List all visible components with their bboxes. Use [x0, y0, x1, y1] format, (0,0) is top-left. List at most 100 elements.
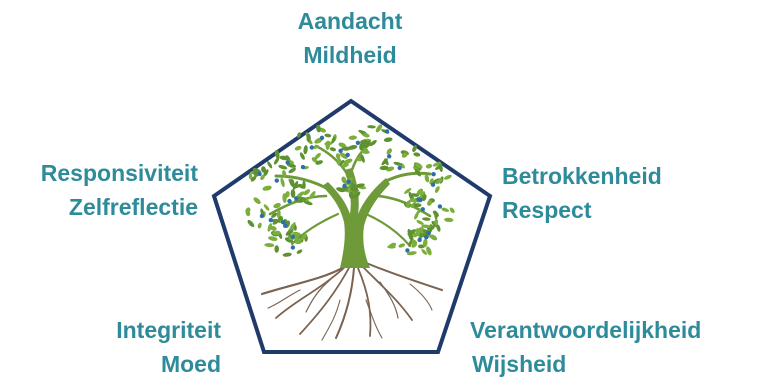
leaf	[288, 167, 296, 174]
leaf	[268, 236, 278, 241]
leaf	[347, 144, 358, 150]
value-verantwoordelijkheid: Verantwoordelijkheid	[470, 317, 702, 343]
leaf	[270, 225, 277, 231]
leaf	[263, 169, 269, 177]
leaf	[297, 196, 307, 201]
leaf	[444, 174, 452, 180]
leaf	[247, 219, 255, 228]
leaf	[413, 152, 421, 157]
leaf	[303, 189, 311, 196]
leaf	[294, 145, 302, 151]
tree-foliage	[245, 124, 455, 257]
leaf	[386, 148, 393, 155]
leaf	[314, 152, 321, 160]
leaf	[434, 218, 439, 226]
leaf	[426, 246, 432, 256]
leaf	[409, 198, 416, 202]
leaf	[421, 194, 427, 202]
leaf	[273, 157, 280, 165]
leaf	[353, 191, 361, 199]
leaf	[416, 188, 424, 196]
leaf	[404, 188, 412, 194]
berry	[280, 220, 286, 225]
leaf	[282, 252, 292, 257]
leaf	[387, 245, 396, 249]
berry	[274, 178, 279, 183]
leaf	[303, 200, 313, 206]
leaf	[407, 229, 417, 236]
berry	[259, 213, 265, 219]
leaf	[434, 186, 440, 193]
berry	[426, 230, 431, 236]
leaf	[438, 163, 443, 173]
leaf	[316, 124, 321, 133]
berry	[309, 145, 314, 150]
leaf	[416, 220, 424, 225]
leaf	[250, 175, 257, 182]
berry	[430, 182, 436, 187]
leaf	[383, 137, 393, 142]
leaf	[360, 154, 365, 163]
leaf	[296, 249, 303, 254]
leaf	[272, 231, 281, 236]
leaf	[411, 242, 418, 248]
leaf	[260, 174, 265, 181]
berry	[319, 135, 325, 140]
leaf	[359, 142, 364, 151]
berry	[384, 129, 390, 134]
leaf	[263, 204, 270, 211]
leaf	[414, 168, 421, 177]
leaf	[336, 158, 342, 165]
value-mildheid: Mildheid	[303, 42, 397, 68]
pentagon-outline	[211, 98, 493, 354]
leaf	[355, 183, 365, 188]
leaf	[341, 163, 349, 168]
leaf	[422, 217, 431, 221]
berry	[437, 204, 443, 209]
leaf	[343, 158, 353, 165]
leaf	[398, 243, 406, 248]
leaf	[274, 245, 280, 253]
value-aandacht: Aandacht	[297, 8, 403, 34]
leaf	[278, 164, 288, 170]
value-betrokkenheid: Betrokkenheid	[502, 163, 662, 189]
leaf	[245, 207, 251, 214]
leaf	[362, 133, 370, 138]
leaf	[289, 222, 296, 231]
leaf	[311, 157, 318, 163]
value-wijsheid: Wijsheid	[472, 351, 567, 377]
tree-berries	[257, 129, 443, 253]
leaf	[282, 193, 287, 203]
leaf	[272, 219, 280, 225]
leaf	[267, 223, 273, 232]
leaf	[339, 152, 348, 159]
leaf	[348, 191, 354, 200]
berry	[397, 165, 402, 171]
leaf	[273, 202, 281, 209]
leaf	[432, 161, 441, 167]
leaf	[329, 147, 337, 152]
leaf	[276, 210, 281, 218]
leaf	[315, 160, 323, 165]
leaf	[284, 237, 294, 243]
leaf	[261, 166, 266, 173]
leaf	[425, 163, 433, 169]
leaf	[319, 127, 326, 133]
leaf	[264, 243, 275, 248]
leaf	[341, 186, 350, 192]
leaf	[422, 238, 428, 248]
leaf	[369, 140, 377, 146]
tree-roots	[260, 260, 443, 341]
vertex-label-left: Responsiviteit Zelfreflectie	[41, 156, 198, 224]
leaf	[291, 183, 299, 189]
leaf	[253, 197, 261, 205]
berry	[290, 234, 295, 239]
berry	[283, 223, 288, 228]
leaf	[335, 153, 341, 160]
berry	[416, 197, 421, 202]
value-responsiviteit: Responsiviteit	[40, 160, 198, 186]
leaf	[418, 244, 425, 249]
value-respect: Respect	[502, 197, 592, 223]
leaf	[309, 191, 316, 200]
leaf	[401, 152, 408, 158]
